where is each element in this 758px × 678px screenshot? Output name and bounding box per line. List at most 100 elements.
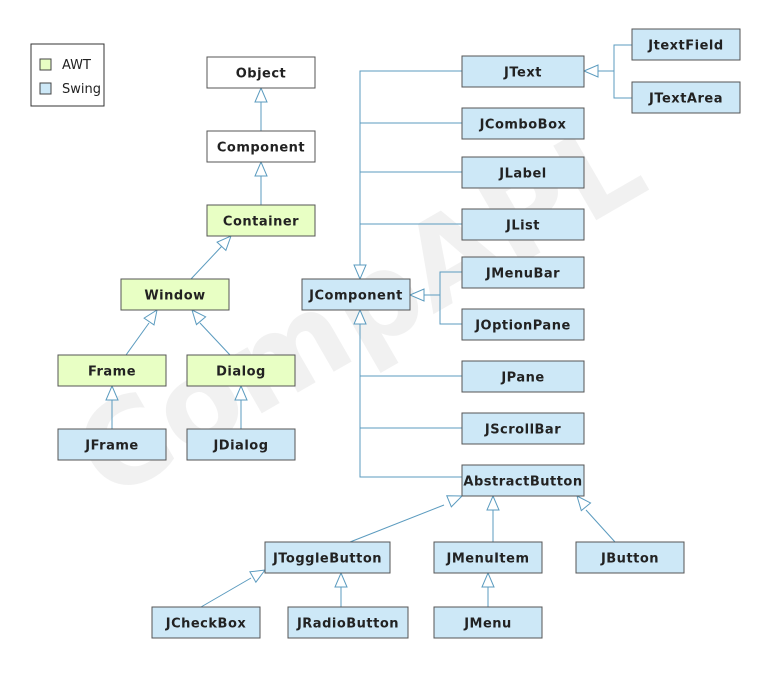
class-box-jmenubar xyxy=(461,256,585,289)
class-label-window: Window xyxy=(144,289,205,304)
legend-swatch-awt xyxy=(39,58,52,71)
class-box-jmenu xyxy=(433,606,543,639)
class-label-jpane: JPane xyxy=(500,371,544,386)
class-box-dialog xyxy=(186,354,296,387)
class-box-frame xyxy=(57,354,167,387)
edge-jbutton-to-abstractbutton-arrowhead xyxy=(576,495,592,512)
class-label-jscrollbar: JScrollBar xyxy=(484,423,561,438)
class-box-abstractbutton xyxy=(461,464,585,497)
edge-window-to-container-arrowhead xyxy=(216,235,232,252)
class-box-object xyxy=(206,56,316,89)
class-label-jframe: JFrame xyxy=(84,439,138,454)
edge-jmenu-to-jmenuitem-arrowhead xyxy=(481,571,495,588)
class-node-object: Object xyxy=(206,56,316,89)
class-box-container xyxy=(206,204,316,237)
edge-jmenubar-to-jcomponent xyxy=(439,271,462,325)
legend-label-swing: Swing xyxy=(62,82,101,97)
edge-jtextfield-to-jtext xyxy=(613,44,632,99)
class-node-container: Container xyxy=(206,204,316,237)
class-node-window: Window xyxy=(120,278,230,311)
class-node-jmenu: JMenu xyxy=(433,606,543,639)
class-label-jtext: JText xyxy=(503,66,542,81)
class-box-jlabel xyxy=(461,156,585,189)
edge-jcheckbox-to-jtogglebutton xyxy=(200,577,252,608)
class-node-jlist: JList xyxy=(461,208,585,241)
legend-swatch-swing xyxy=(39,82,52,95)
class-node-jradiobutton: JRadioButton xyxy=(287,606,409,639)
class-box-jpane xyxy=(461,360,585,393)
edge-jmenuitem-to-abstractbutton-arrowhead xyxy=(486,494,500,511)
class-label-jlabel: JLabel xyxy=(498,167,546,182)
edge-jmenubar-to-jcomponent-arrowhead xyxy=(408,288,425,302)
class-box-joptionpane xyxy=(461,308,585,341)
class-label-abstractbutton: AbstractButton xyxy=(463,475,582,490)
edge-window-to-container xyxy=(190,245,223,280)
class-node-jdialog: JDialog xyxy=(186,428,296,461)
class-box-jtextfield xyxy=(631,28,741,61)
class-box-jtextarea xyxy=(631,81,741,114)
class-node-jpane: JPane xyxy=(461,360,585,393)
edge-jtext-to-jcomponent xyxy=(359,70,462,265)
class-label-jmenubar: JMenuBar xyxy=(485,267,560,282)
class-node-jframe: JFrame xyxy=(57,428,167,461)
class-label-jmenu: JMenu xyxy=(463,617,512,632)
edge-dialog-to-window xyxy=(199,322,231,356)
class-label-jtextarea: JTextArea xyxy=(648,92,723,107)
class-node-jcomponent: JComponent xyxy=(301,278,411,311)
class-node-jmenuitem: JMenuItem xyxy=(433,541,543,574)
class-box-jcheckbox xyxy=(151,606,261,639)
legend: AWT Swing xyxy=(30,43,105,107)
class-box-jtext xyxy=(461,55,585,88)
class-label-jradiobutton: JRadioButton xyxy=(296,617,399,632)
class-node-jcombobox: JComboBox xyxy=(461,107,585,140)
class-label-dialog: Dialog xyxy=(216,365,266,380)
class-label-object: Object xyxy=(236,67,287,82)
class-node-jtextfield: JtextField xyxy=(631,28,741,61)
class-node-jbutton: JButton xyxy=(575,541,685,574)
inheritance-edges xyxy=(105,44,632,608)
class-label-container: Container xyxy=(223,215,299,230)
legend-box xyxy=(30,43,105,107)
edge-jradiobutton-to-jtogglebutton-arrowhead xyxy=(334,571,348,588)
class-label-jlist: JList xyxy=(505,219,540,234)
class-label-jmenuitem: JMenuItem xyxy=(445,552,529,567)
edge-dialog-to-window-arrowhead xyxy=(191,309,207,326)
class-box-jbutton xyxy=(575,541,685,574)
edge-jtogglebutton-to-abstractbutton-arrowhead xyxy=(446,495,464,508)
class-label-component: Component xyxy=(217,141,305,156)
edge-jtextfield-to-jtext-arrowhead xyxy=(582,64,599,78)
class-box-jradiobutton xyxy=(287,606,409,639)
class-node-jmenubar: JMenuBar xyxy=(461,256,585,289)
class-node-jtogglebutton: JToggleButton xyxy=(264,541,391,574)
class-label-jcomponent: JComponent xyxy=(308,289,403,304)
edge-jtext-to-jcomponent-arrowhead xyxy=(353,264,367,281)
class-box-jcombobox xyxy=(461,107,585,140)
class-box-component xyxy=(206,130,316,163)
class-node-jcheckbox: JCheckBox xyxy=(151,606,261,639)
legend-label-awt: AWT xyxy=(62,58,91,73)
edge-jbutton-to-abstractbutton xyxy=(585,509,616,543)
class-label-jbutton: JButton xyxy=(600,552,659,567)
class-box-jmenuitem xyxy=(433,541,543,574)
class-box-jframe xyxy=(57,428,167,461)
class-box-jdialog xyxy=(186,428,296,461)
class-label-jcombobox: JComboBox xyxy=(479,118,567,133)
class-box-jscrollbar xyxy=(461,412,585,445)
class-node-jtextarea: JTextArea xyxy=(631,81,741,114)
class-label-jtextfield: JtextField xyxy=(647,39,723,54)
edge-jdialog-to-dialog-arrowhead xyxy=(234,384,248,401)
class-label-joptionpane: JOptionPane xyxy=(474,319,571,334)
edge-jcheckbox-to-jtogglebutton-arrowhead xyxy=(249,569,267,584)
class-box-jlist xyxy=(461,208,585,241)
class-box-window xyxy=(120,278,230,311)
class-node-frame: Frame xyxy=(57,354,167,387)
edge-component-to-object-arrowhead xyxy=(254,86,268,103)
class-node-component: Component xyxy=(206,130,316,163)
edge-jtogglebutton-to-abstractbutton xyxy=(349,504,445,543)
class-node-abstractbutton: AbstractButton xyxy=(461,464,585,497)
class-box-jcomponent xyxy=(301,278,411,311)
edge-container-to-component-arrowhead xyxy=(254,160,268,177)
class-label-jtogglebutton: JToggleButton xyxy=(272,552,382,567)
class-label-jdialog: JDialog xyxy=(212,439,268,454)
